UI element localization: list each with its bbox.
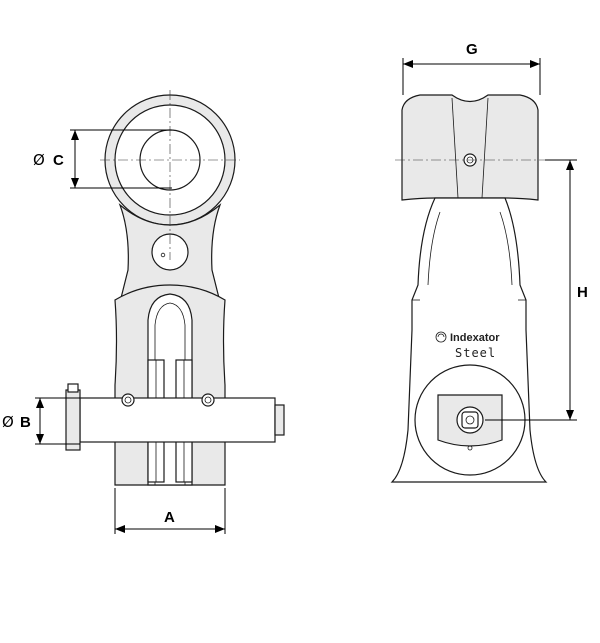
dimension-h-label: H [577,284,588,301]
pin-head-left-cap [67,383,79,393]
side-small-hole [467,445,473,451]
dimension-b-label: B [20,414,31,431]
side-view: Indexator Steel [390,94,548,483]
pin-end-right [274,404,285,436]
side-head-groove-left [451,97,459,199]
neck-boss-dot [160,252,166,258]
dimension-b: Ø B [2,397,80,445]
dimension-a-label: A [164,509,175,526]
side-pin-core [465,415,475,425]
side-body-bevel [427,211,513,286]
pin-shaft [79,397,276,443]
dimension-c: Ø C [33,129,172,189]
front-view [65,90,285,486]
side-pin-hex [461,411,479,429]
bolt-left-hex [124,396,132,404]
brand-logo-text: Indexator [450,332,500,344]
pin-head-left [65,389,81,451]
indexator-logo-icon [435,331,447,343]
material-text: Steel [455,346,496,360]
side-head [401,94,539,201]
side-head-groove-right [481,97,489,199]
bolt-right [201,393,215,407]
dimension-b-symbol: Ø [2,413,14,431]
bolt-right-hex [204,396,212,404]
dimension-g-label: G [466,41,478,58]
bolt-left [121,393,135,407]
dimension-h: H [485,159,588,421]
dimension-g: G [402,41,541,95]
indexator-logo-swirl [437,333,445,338]
front-clevis-inner [154,302,186,485]
dimension-c-symbol: Ø [33,151,45,169]
dimension-c-label: C [53,152,64,169]
dimension-a: A [114,488,226,534]
